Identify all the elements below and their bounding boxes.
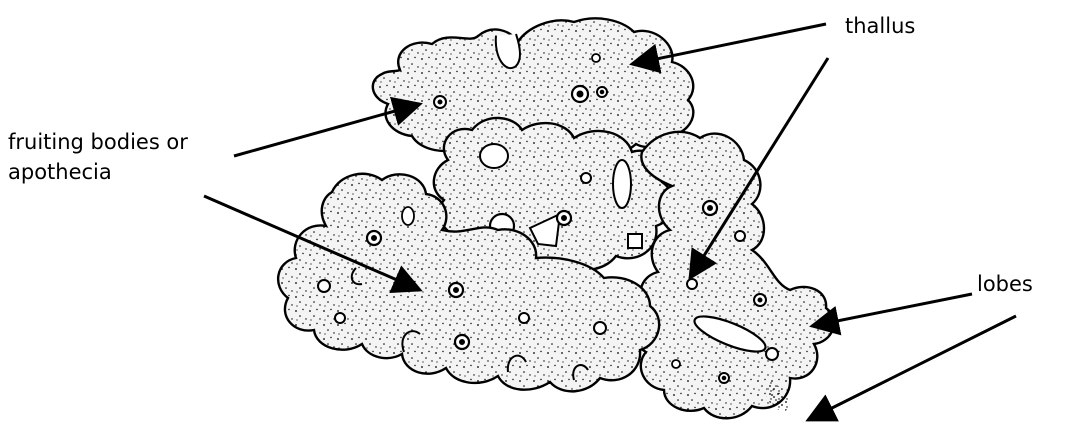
apothecium (581, 173, 591, 183)
apothecium (687, 279, 697, 289)
apothecium (367, 231, 381, 245)
apothecium (557, 211, 571, 225)
arrow-lobes-upper (812, 294, 972, 326)
apothecium (735, 231, 745, 241)
apothecium (597, 87, 607, 97)
label-fruiting-bodies: fruiting bodies or (8, 128, 188, 156)
label-apothecia: apothecia (8, 158, 112, 186)
arrow-fruiting-upper (234, 104, 420, 156)
label-thallus: thallus (845, 12, 915, 40)
apothecium (766, 348, 778, 360)
apothecium (754, 294, 766, 306)
apothecium (572, 86, 588, 102)
apothecium (594, 322, 606, 334)
apothecium (434, 96, 446, 108)
apothecium (719, 373, 729, 383)
apothecium (519, 313, 529, 323)
label-lobes: lobes (977, 270, 1033, 298)
apothecium (703, 201, 717, 215)
thallus-right-lobe (633, 132, 834, 418)
apothecium (592, 54, 600, 62)
apothecium (318, 280, 330, 292)
apothecium (672, 360, 680, 368)
apothecium (335, 313, 345, 323)
apothecium (449, 283, 463, 297)
apothecium (455, 335, 469, 349)
arrow-lobes-lower (808, 316, 1016, 420)
